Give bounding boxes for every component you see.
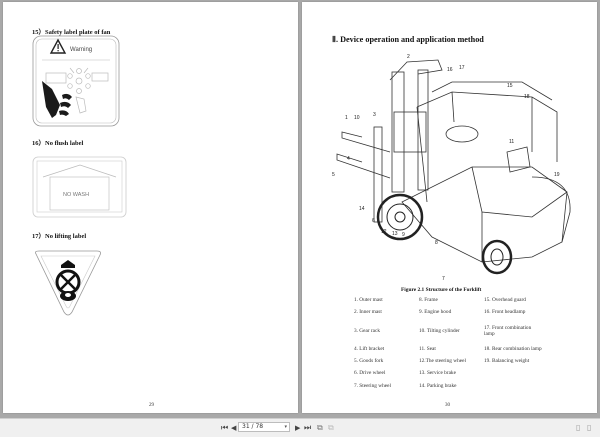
svg-text:Warning: Warning <box>70 47 92 53</box>
prev-page-icon[interactable]: ◀ <box>231 424 237 432</box>
callout-8: 8 <box>435 240 438 246</box>
next-page-icon[interactable]: ▶ <box>295 424 301 432</box>
callout-11: 11 <box>509 139 515 145</box>
callout-14: 14 <box>359 206 365 212</box>
figure-caption: Figure 2.1 Structure of the Forklift <box>401 287 482 293</box>
legend-row: 7. Steering wheel 14. Parking brake <box>354 383 457 389</box>
callout-10: 10 <box>354 115 360 121</box>
callout-3: 3 <box>373 112 376 118</box>
callout-16: 16 <box>447 67 453 73</box>
callout-7: 7 <box>442 276 445 282</box>
callout-18: 18 <box>524 94 530 100</box>
legend-row: 2. Inner mast 9. Engine hood 16. Front h… <box>354 309 526 315</box>
page-number: 30 <box>445 403 450 408</box>
callout-15: 15 <box>507 83 513 89</box>
section-heading-15: 15）Safety label plate of fan <box>32 29 111 36</box>
no-lifting-label-image <box>35 250 101 316</box>
fit-width-icon[interactable]: ⧉ <box>328 423 334 432</box>
page-29: 15）Safety label plate of fan Warning 16）… <box>3 2 298 413</box>
legend-row: 1. Outer mast 8. Frame 15. Overhead guar… <box>354 297 526 303</box>
fit-page-icon[interactable]: ⧉ <box>317 423 323 432</box>
callout-9: 9 <box>402 232 405 238</box>
section-heading-17: 17）No lifting label <box>32 233 87 240</box>
callout-13: 13 <box>392 231 398 237</box>
legend-row: 4. Lift bracket 11. Seat 18. Rear combin… <box>354 345 542 352</box>
legend-row: 6. Drive wheel 13. Service brake <box>354 370 456 376</box>
no-wash-label-image: NO WASH <box>32 156 127 218</box>
document-viewport[interactable]: 15）Safety label plate of fan Warning 16）… <box>0 0 600 418</box>
forklift-structure-diagram <box>336 59 571 275</box>
callout-4: 4 <box>347 156 350 162</box>
parts-legend-table: 1. Outer mast 8. Frame 15. Overhead guar… <box>354 297 544 395</box>
page-number-input[interactable]: 31 / 78 ▾ <box>238 422 290 432</box>
page-number: 29 <box>149 403 154 408</box>
callout-1: 1 <box>345 115 348 121</box>
callout-6: 6 <box>372 218 375 224</box>
callout-19: 19 <box>554 172 560 178</box>
last-page-icon[interactable]: ⏭ <box>304 423 312 432</box>
page-30: Ⅱ. Device operation and application meth… <box>302 2 597 413</box>
legend-row: 3. Gear rack 10. Tilting cylinder 17. Fr… <box>354 324 532 338</box>
callout-5: 5 <box>332 172 335 178</box>
chapter-title: Ⅱ. Device operation and application meth… <box>332 35 484 44</box>
callout-2: 2 <box>407 54 410 60</box>
legend-row: 5. Goods fork 12.The steering wheel 19. … <box>354 358 530 364</box>
first-page-icon[interactable]: ⏮ <box>221 423 229 432</box>
callout-12: 12 <box>381 229 387 235</box>
single-page-icon[interactable]: ▯ <box>576 423 581 432</box>
fan-warning-label-image: Warning <box>32 35 120 127</box>
section-heading-16: 16）No flush label <box>32 140 84 147</box>
two-page-icon[interactable]: ▯ <box>587 423 592 432</box>
chevron-down-icon[interactable]: ▾ <box>284 424 287 430</box>
navigation-toolbar: ⏮ ◀ 31 / 78 ▾ ▶ ⏭ ⧉ ⧉ ▯ ▯ <box>0 418 600 437</box>
callout-17: 17 <box>459 65 465 71</box>
svg-text:NO WASH: NO WASH <box>63 192 89 198</box>
